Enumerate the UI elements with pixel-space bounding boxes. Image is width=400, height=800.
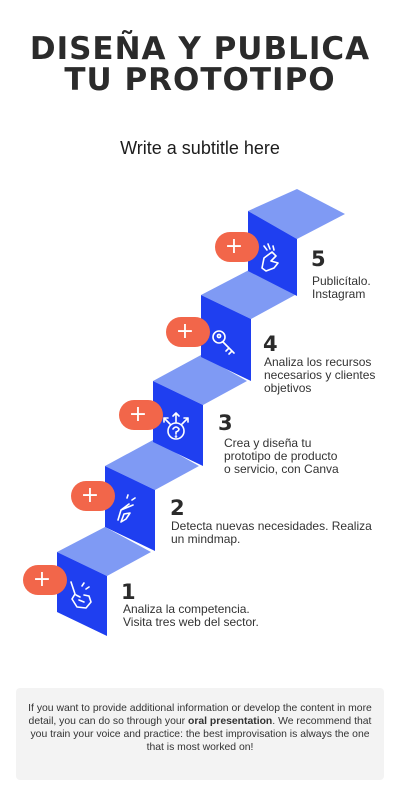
step-5-text: Publicítalo. Instagram — [312, 274, 371, 301]
step-3-text: Crea y diseña tu prototipo de producto o… — [224, 436, 339, 476]
riser-2 — [105, 466, 155, 551]
step-4-text: Analiza los recursos necesarios y client… — [264, 355, 376, 395]
expand-step-4-button[interactable]: + — [166, 317, 210, 347]
step-2-number: 2 — [170, 496, 185, 520]
step-5-number: 5 — [311, 247, 326, 271]
peace-hand-icon — [117, 494, 136, 523]
tread-2 — [105, 440, 199, 490]
expand-step-3-button[interactable]: + — [119, 400, 163, 430]
riser-5 — [248, 211, 297, 296]
step-1-text: Analiza la competencia. Visita tres web … — [123, 602, 259, 629]
subtitle: Write a subtitle here — [120, 138, 280, 158]
riser-4 — [201, 295, 251, 381]
hand-thumbs-icon — [261, 243, 279, 272]
riser-1 — [57, 552, 107, 636]
key-icon — [212, 330, 235, 355]
riser-3 — [153, 381, 203, 466]
title-line-1: DISEÑA Y PUBLICA — [29, 31, 371, 67]
tread-1 — [57, 527, 151, 576]
info-text-part-2: . We recommend that you train your voice… — [30, 716, 372, 753]
info-text-part-1: If you want to provide additional inform… — [28, 703, 372, 727]
question-arrows-icon — [163, 412, 189, 440]
info-box: If you want to provide additional inform… — [16, 688, 384, 780]
info-text-bold: oral presentation — [187, 716, 273, 727]
step-2-text: Detecta nuevas necesidades. Realiza un m… — [171, 519, 372, 546]
step-3-number: 3 — [218, 411, 233, 435]
page-title: DISEÑA Y PUBLICA TU PROTOTIPO — [0, 34, 400, 96]
expand-step-5-button[interactable]: + — [215, 232, 259, 262]
step-4-number: 4 — [263, 332, 278, 356]
hand-pointing-icon — [70, 581, 92, 609]
tread-3 — [153, 355, 247, 405]
expand-step-2-button[interactable]: + — [71, 481, 115, 511]
step-1-number: 1 — [121, 580, 136, 604]
title-line-2: TU PROTOTIPO — [64, 62, 336, 98]
expand-step-1-button[interactable]: + — [23, 565, 67, 595]
tread-5 — [248, 189, 345, 239]
